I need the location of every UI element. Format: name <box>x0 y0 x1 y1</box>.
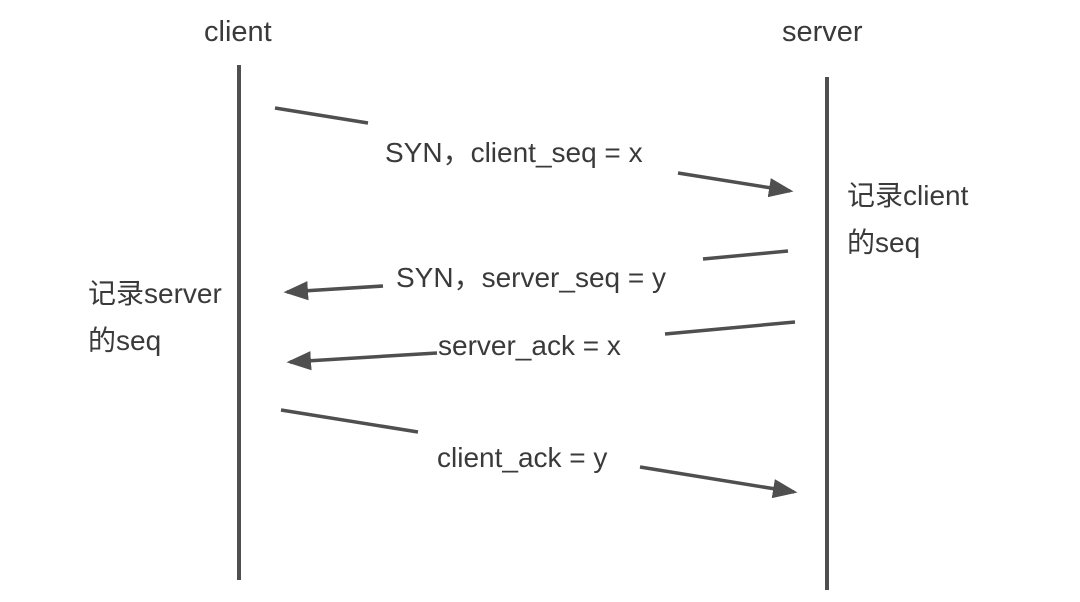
actor-label-client: client <box>204 16 272 48</box>
message-3-label: server_ack = x <box>438 330 621 361</box>
message-3-arrow <box>286 351 438 371</box>
message-1-label: SYN，client_seq = x <box>385 137 643 168</box>
note-client-records-server-seq: 记录server 的seq <box>88 270 222 364</box>
message-1-line-start <box>274 106 369 125</box>
message-1-arrow <box>677 171 794 198</box>
note-line: 记录server <box>88 278 222 309</box>
note-line: 的seq <box>88 325 162 356</box>
message-2-label: SYN，server_seq = y <box>396 262 666 293</box>
message-2-arrow <box>283 281 384 301</box>
message-4-arrow <box>639 465 798 499</box>
message-4-label: client_ack = y <box>437 442 608 473</box>
note-server-records-client-seq: 记录client 的seq <box>847 172 968 266</box>
note-line: 记录client <box>847 180 969 211</box>
message-2-line-start <box>702 249 789 261</box>
message-4-line-start <box>280 408 419 434</box>
note-line: 的seq <box>847 227 921 258</box>
message-3-line-start <box>664 320 796 336</box>
actor-label-server: server <box>782 16 863 48</box>
